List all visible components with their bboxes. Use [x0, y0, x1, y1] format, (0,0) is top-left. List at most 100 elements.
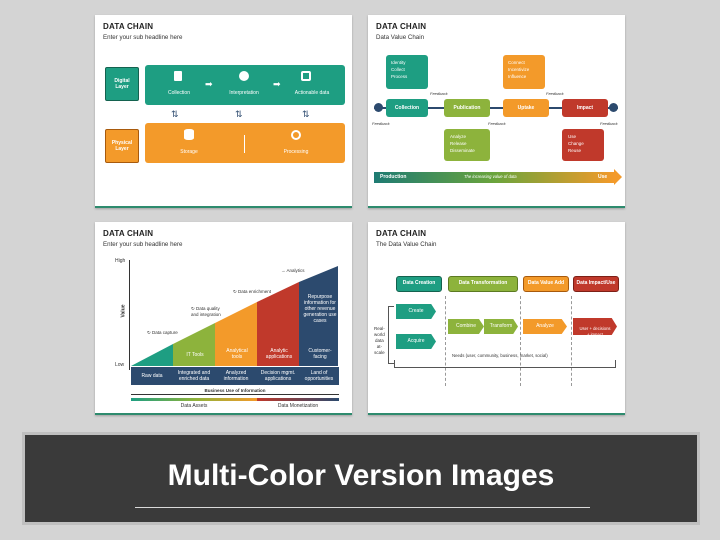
step-impact: User + decisions + impact [573, 318, 617, 335]
axis-label-business-use: Business Use of Information [204, 388, 266, 393]
stage-uptake: Uptake [503, 99, 549, 117]
digital-item-actionable-data: Actionable data [294, 90, 330, 96]
arrow-label-production: Production [380, 174, 407, 180]
column-label-analytical-tools: Analytical tools [226, 348, 248, 360]
chain-line [374, 107, 618, 109]
stair-navy [299, 266, 338, 366]
caption-banner: Multi-Color Version Images [22, 432, 700, 525]
top-note-repurpose: Repurpose information for other revenue … [303, 294, 337, 324]
feedback-label: Feedback [372, 121, 390, 126]
divider-2 [520, 296, 521, 386]
bottom-box-analyze: Analyze Release Disseminate [444, 129, 490, 161]
y-axis-line [129, 260, 130, 370]
stair-olive [173, 323, 215, 366]
annotation-data-capture: ↻ Data capture [147, 330, 178, 335]
feedback-label: Feedback [430, 91, 448, 96]
step-transform: Transform [484, 319, 518, 334]
slide-title: DATA CHAIN [376, 229, 427, 238]
row-label-analyzed: Analyzed information [223, 370, 249, 382]
bottom-box-use: Use Change Reuse [562, 129, 604, 161]
banner-underline [135, 507, 590, 508]
physical-item-processing: Processing [283, 149, 309, 155]
stair-orange [215, 302, 257, 366]
collection-icon [174, 71, 182, 81]
physical-item-storage: Storage [180, 149, 198, 155]
digital-item-interpretation: Interpretation [229, 90, 259, 96]
interpretation-icon [239, 71, 249, 81]
bottom-axis-line [131, 394, 339, 395]
layer-divider [244, 135, 245, 153]
slide-4-thumbnail[interactable]: DATA CHAIN The Data Value Chain Data Cre… [368, 222, 625, 415]
stage-publication: Publication [444, 99, 490, 117]
slide-2-thumbnail[interactable]: DATA CHAIN Data Value Chain Identity Col… [368, 15, 625, 208]
top-box-connect: Connect Incentivize Influence [503, 55, 545, 89]
column-label-it-tools: IT Tools [186, 352, 204, 358]
y-axis-low: Low [115, 362, 125, 368]
annotation-data-enrichment: ↻ Data enrichment [233, 289, 272, 294]
monetization-bar [257, 398, 339, 401]
loop-bracket [388, 306, 394, 364]
arrow-right-icon: ➡ [205, 79, 213, 89]
y-axis-high: High [115, 258, 126, 264]
arrow-right-icon: ➡ [273, 79, 281, 89]
arrow-head [614, 169, 622, 185]
annotation-data-quality: ↻ Data quality and integration [191, 306, 221, 317]
needs-label: Needs (user, community, business, market… [452, 353, 548, 358]
bottom-row [131, 367, 339, 385]
divider-3 [571, 296, 572, 386]
row-label-decision: Decision mgmt. applications [260, 370, 296, 382]
stair-red [257, 282, 299, 366]
header-data-value-add: Data Value Add [523, 276, 569, 292]
column-label-customer-facing: Customer- facing [308, 348, 332, 360]
annotation-analytics: → Analytics [281, 268, 305, 273]
assets-bar [131, 398, 257, 401]
step-analyze: Analyze [523, 319, 567, 334]
chain-node-icon [374, 103, 383, 112]
slide-title: DATA CHAIN [103, 229, 154, 238]
value-staircase [131, 266, 338, 366]
stage-collection: Collection [386, 99, 428, 117]
arrow-label-middle: The increasing value of data [464, 174, 517, 179]
step-acquire: Acquire [396, 334, 436, 349]
updown-arrow-icon: ⇅ [235, 109, 243, 119]
banner-title: Multi-Color Version Images [167, 459, 555, 492]
label-data-assets: Data Assets [180, 403, 208, 409]
arrow-label-use: Use [598, 174, 608, 180]
slide-subtitle: Data Value Chain [376, 34, 425, 41]
row-label-raw-data: Raw data [141, 373, 163, 379]
divider-1 [445, 296, 446, 386]
header-data-impact: Data Impact/Use [573, 276, 619, 292]
top-box-identity: Identity Collect Process [386, 55, 428, 89]
step-create: Create [396, 304, 436, 319]
slide-1-thumbnail[interactable]: DATA CHAIN Enter your sub headline here … [95, 15, 352, 208]
row-label-land: Land of opportunities [304, 370, 334, 382]
digital-layer-label: Digital Layer [105, 67, 139, 101]
chain-node-icon [609, 103, 618, 112]
slide-title: DATA CHAIN [376, 22, 427, 31]
feedback-label: Feedback [488, 121, 506, 126]
y-axis-label: Value [120, 304, 127, 318]
slide-title: DATA CHAIN [103, 22, 154, 31]
column-label-analytic-applications: Analytic applications [265, 348, 293, 360]
digital-item-collection: Collection [168, 90, 190, 96]
feedback-label: Feedback [600, 121, 618, 126]
stair-teal [131, 344, 173, 366]
label-data-monetization: Data Monetization [277, 403, 319, 409]
slide-subtitle: Enter your sub headline here [103, 241, 183, 248]
header-data-creation: Data Creation [396, 276, 442, 292]
stage-impact: Impact [562, 99, 608, 117]
physical-layer-label: Physical Layer [105, 129, 139, 163]
step-combine: Combine [448, 319, 484, 334]
slide-subtitle: Enter your sub headline here [103, 34, 183, 41]
value-gradient-arrow [374, 172, 614, 183]
real-world-data-label: Real- world data at- scale [374, 326, 385, 355]
database-icon [184, 129, 194, 140]
header-data-transformation: Data Transformation [448, 276, 518, 292]
updown-arrow-icon: ⇅ [302, 109, 310, 119]
updown-arrow-icon: ⇅ [171, 109, 179, 119]
robot-arm-icon [301, 71, 311, 81]
slide-3-thumbnail[interactable]: DATA CHAIN Enter your sub headline here … [95, 222, 352, 415]
gears-icon [291, 130, 301, 140]
slide-subtitle: The Data Value Chain [376, 241, 437, 248]
